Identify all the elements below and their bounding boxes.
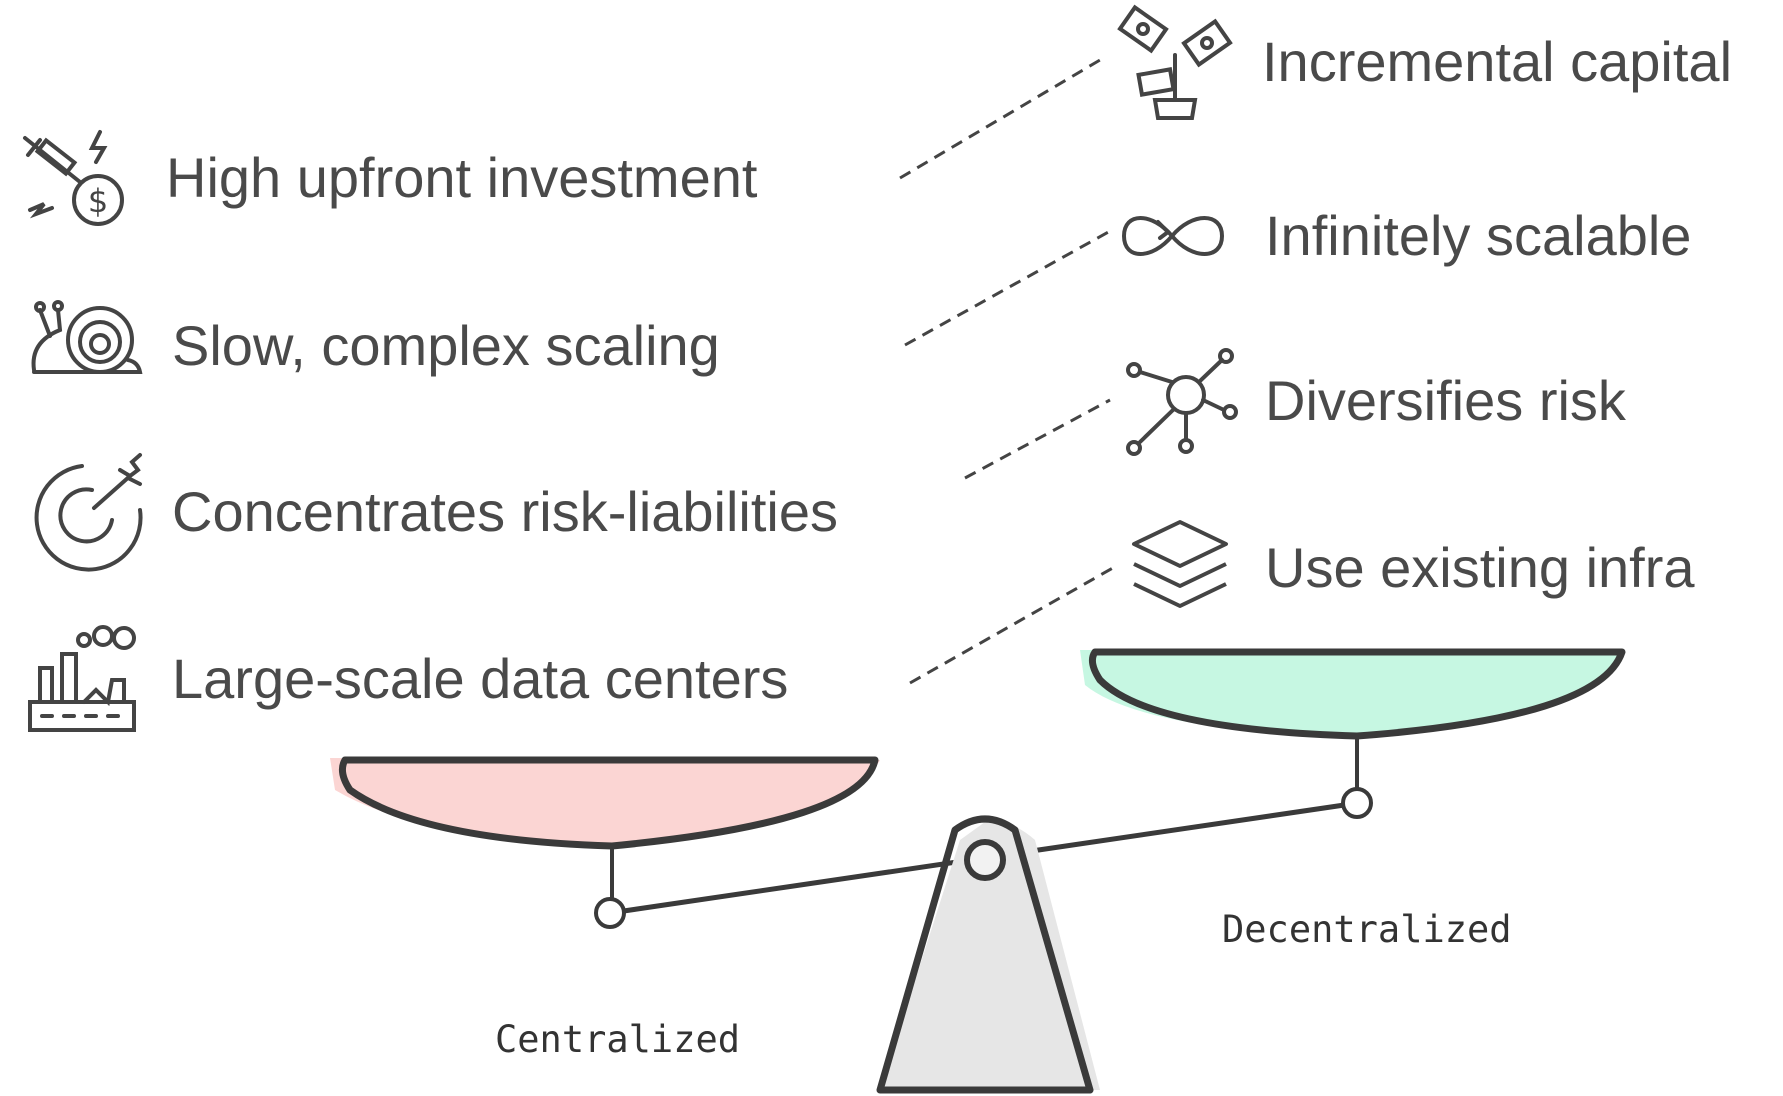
connector-3 xyxy=(964,398,1111,480)
target-arrow-icon xyxy=(34,453,143,572)
scale-stand-outline xyxy=(876,815,1094,1094)
right-pivot xyxy=(1341,787,1373,819)
decentralized-item-1-label: Incremental capital xyxy=(1262,30,1733,93)
decentralized-item-3-label: Diversifies risk xyxy=(1265,369,1626,432)
money-plant-icon xyxy=(1117,4,1233,120)
syringe-dollar-icon: $ xyxy=(23,130,124,226)
scale-stand xyxy=(880,821,1100,1090)
decentralized-pan xyxy=(1088,648,1626,740)
factory-icon xyxy=(28,625,136,732)
left-pivot xyxy=(594,897,626,929)
centralized-pan xyxy=(338,756,879,850)
centralized-label: Centralized xyxy=(495,1018,741,1061)
centralized-item-3-label: Concentrates risk-liabilities xyxy=(172,480,839,543)
centralized-pan-fill xyxy=(330,758,880,848)
dashed-connectors xyxy=(899,58,1119,685)
layers-icon xyxy=(1132,520,1228,608)
centralized-item-1-label: High upfront investment xyxy=(166,146,758,209)
decentralized-label: Decentralized xyxy=(1222,908,1512,951)
svg-text:$: $ xyxy=(88,182,108,220)
infinity-icon xyxy=(1121,216,1225,256)
centralized-item-2-label: Slow, complex scaling xyxy=(172,314,720,377)
decentralized-pan-fill xyxy=(1080,650,1625,738)
centralized-item-4-label: Large-scale data centers xyxy=(172,647,789,710)
network-hub-icon xyxy=(1126,348,1238,456)
stand-pivot xyxy=(964,839,1006,881)
connector-1 xyxy=(899,58,1101,180)
decentralized-item-2-label: Infinitely scalable xyxy=(1265,204,1692,267)
snail-icon xyxy=(31,300,143,374)
connector-2 xyxy=(904,228,1113,347)
decentralized-item-4-label: Use existing infra xyxy=(1265,536,1695,599)
